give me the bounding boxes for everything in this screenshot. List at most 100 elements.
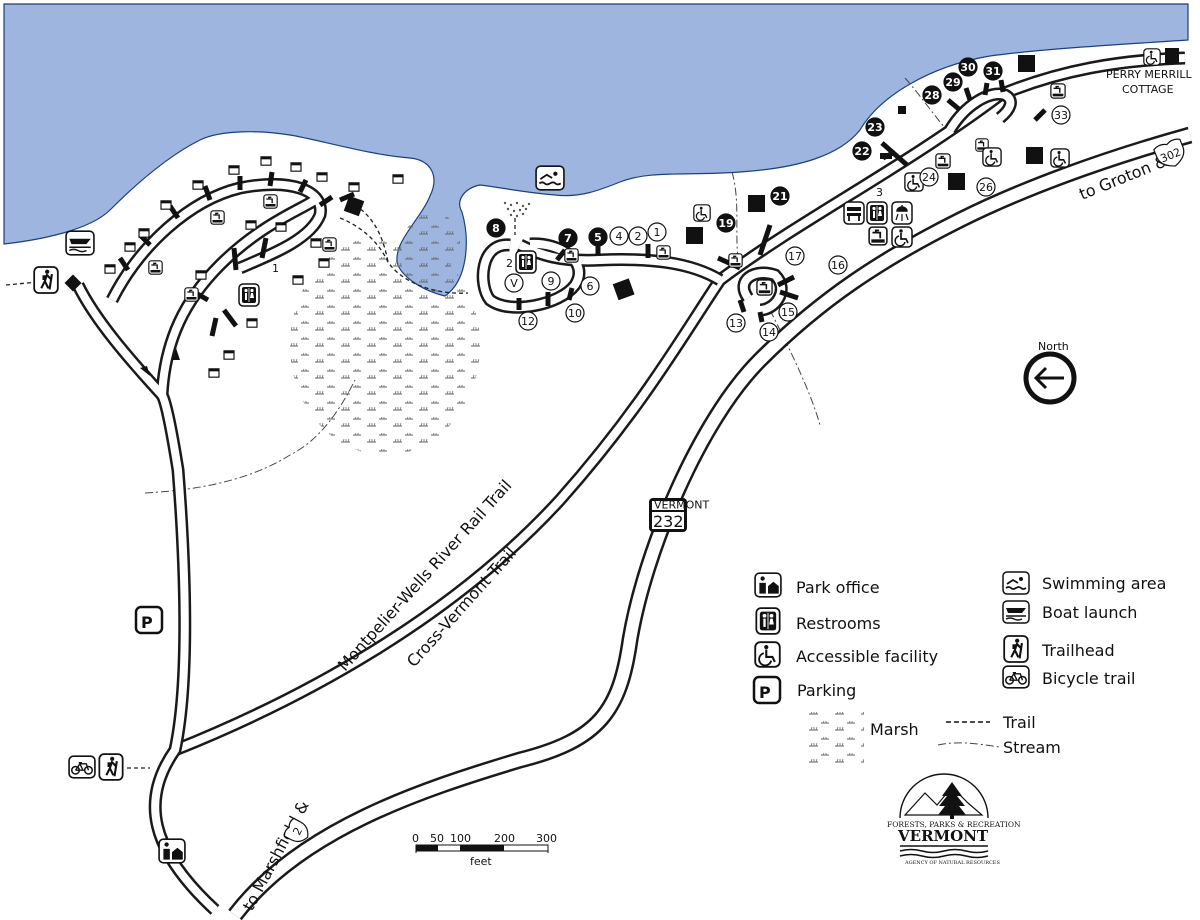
accessible-icon xyxy=(982,147,1002,167)
route-232-shield: VERMONT 232 xyxy=(649,498,709,532)
legend-stream: Stream xyxy=(1003,738,1061,757)
restrooms-icon xyxy=(755,607,781,635)
water-tap-icon xyxy=(756,279,773,296)
loop-label-3: 3 xyxy=(876,186,883,199)
accessible-icon xyxy=(754,641,781,668)
campsite-marker xyxy=(958,57,978,77)
campsite-marker xyxy=(865,117,885,137)
campsite-7: 7 xyxy=(558,228,578,248)
route-302-shield: 302 xyxy=(1153,138,1185,167)
campsite-number: 9 xyxy=(548,275,555,288)
svg-text:232: 232 xyxy=(653,512,684,531)
marsh-swatch xyxy=(804,712,864,764)
campsite-number: 2 xyxy=(635,230,642,243)
campsite-number: 8 xyxy=(492,222,500,235)
campsite-marker xyxy=(726,313,746,333)
campsite-16: 16 xyxy=(828,255,848,275)
lake xyxy=(3,3,1189,297)
campsite-V: V xyxy=(504,273,524,293)
water-tap-icon xyxy=(184,287,199,302)
park-roads xyxy=(72,87,1017,915)
restrooms-icon xyxy=(515,250,537,274)
svg-text:300: 300 xyxy=(536,832,557,845)
campsite-marker xyxy=(716,213,736,233)
vermont-fpr-logo: FORESTS, PARKS & RECREATION VERMONT AGEN… xyxy=(887,773,1021,866)
boat-launch-icon xyxy=(1002,600,1030,624)
campsite-marker xyxy=(588,227,608,247)
legend-restrooms: Restrooms xyxy=(796,614,881,633)
campsite-number: 21 xyxy=(772,190,787,203)
campsite-marker xyxy=(565,303,585,323)
campsite-number: 7 xyxy=(564,232,572,245)
campsite-marker xyxy=(922,85,942,105)
rail-trail xyxy=(172,51,1186,757)
campsite-marker xyxy=(609,226,629,246)
campsite-number: 33 xyxy=(1054,109,1068,122)
water-tap-icon xyxy=(728,253,743,268)
campsite-marker xyxy=(558,228,578,248)
campsite-21: 21 xyxy=(770,186,790,206)
svg-text:feet: feet xyxy=(470,855,492,868)
campsite-number: 12 xyxy=(521,315,535,328)
campsite-number: 19 xyxy=(718,217,733,230)
swimming-icon xyxy=(1002,571,1030,595)
campsite-8: 8 xyxy=(486,218,506,238)
route-232 xyxy=(228,126,1193,920)
campsite-marker xyxy=(919,167,939,187)
campsite-number: 5 xyxy=(594,231,602,244)
campsite-spurs xyxy=(117,79,1047,337)
campsite-10: 10 xyxy=(565,303,585,323)
water-tap-icon xyxy=(1050,83,1066,99)
water-tap-icon xyxy=(263,194,278,209)
svg-text:FORESTS, PARKS & RECREATION: FORESTS, PARKS & RECREATION xyxy=(887,820,1021,829)
campsite-number: 1 xyxy=(654,226,661,239)
campsite-number: 4 xyxy=(616,230,623,243)
campsite-number: 13 xyxy=(729,317,743,330)
campsite-number: 29 xyxy=(945,76,960,89)
campsite-marker xyxy=(518,311,538,331)
boat-launch-icon xyxy=(65,230,95,256)
campsite-5: 5 xyxy=(588,227,608,247)
campsite-number: 16 xyxy=(831,259,845,272)
legend-parking: Parking xyxy=(797,681,856,700)
campsite-marker xyxy=(770,186,790,206)
campsite-31: 31 xyxy=(983,61,1003,81)
campsite-17: 17 xyxy=(785,246,805,266)
campsite-22: 22 xyxy=(852,141,872,161)
svg-text:100: 100 xyxy=(450,832,471,845)
campsite-28: 28 xyxy=(922,85,942,105)
campsite-9: 9 xyxy=(541,271,561,291)
campsite-marker xyxy=(759,322,779,342)
campsite-marker xyxy=(976,177,996,197)
shower-icon xyxy=(891,201,913,225)
trailhead-icon xyxy=(98,753,124,781)
svg-text:50: 50 xyxy=(430,832,444,845)
campsite-marker xyxy=(504,273,524,293)
campsite-2: 2 xyxy=(628,226,648,246)
campsite-6: 6 xyxy=(580,276,600,296)
campsite-marker xyxy=(983,61,1003,81)
campsite-1: 1 xyxy=(647,222,667,242)
water-tap-icon xyxy=(210,210,225,225)
campsite-marker xyxy=(785,246,805,266)
perry-merrill-label: PERRY MERRILL xyxy=(1106,68,1192,81)
accessible-icon xyxy=(693,204,711,222)
water-tap-icon xyxy=(322,237,337,252)
accessible-icon xyxy=(1050,148,1070,168)
restrooms-icon xyxy=(238,283,260,307)
campsite-number: 24 xyxy=(922,171,936,184)
svg-text:200: 200 xyxy=(494,832,515,845)
svg-text:P: P xyxy=(759,683,771,702)
svg-text:0: 0 xyxy=(412,832,419,845)
marsh xyxy=(290,212,480,455)
campsite-number: 6 xyxy=(587,280,594,293)
accessible-icon xyxy=(1143,48,1161,66)
campsite-29: 29 xyxy=(943,72,963,92)
legend-accessible: Accessible facility xyxy=(796,647,938,666)
svg-text:P: P xyxy=(141,613,153,632)
water-tap-icon xyxy=(564,248,579,263)
loop-label-1: 1 xyxy=(272,262,279,275)
campsite-marker xyxy=(628,226,648,246)
campsite-33: 33 xyxy=(1051,105,1071,125)
water-tap-icon xyxy=(656,245,671,260)
